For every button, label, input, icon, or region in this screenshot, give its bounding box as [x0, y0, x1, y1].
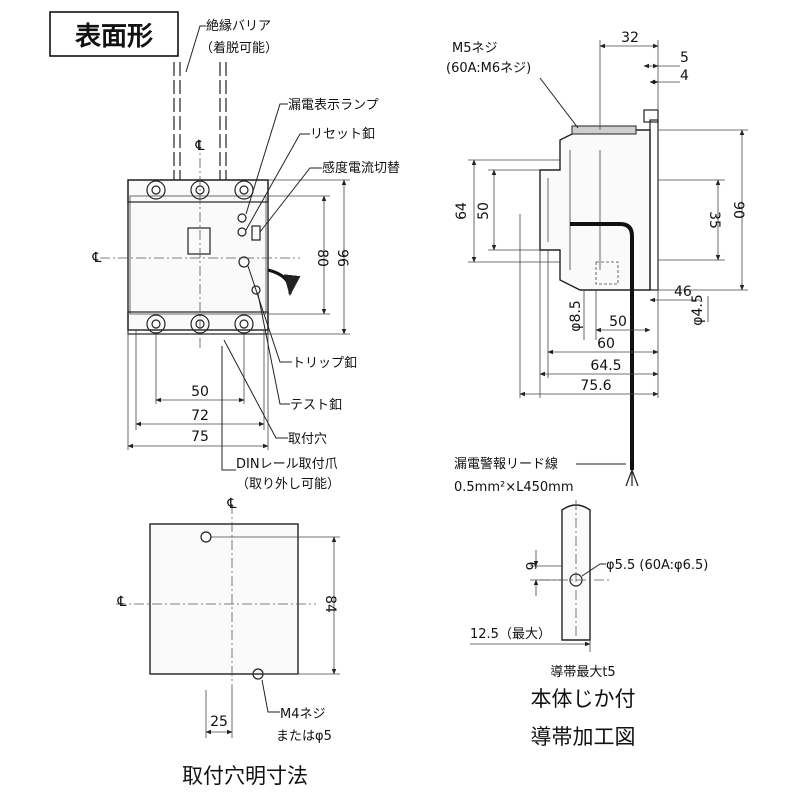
dim-50: 50 [191, 384, 209, 400]
screw-callout: M5ネジ (60A:M6ネジ) [446, 41, 579, 129]
side-top-dims: 32 5 4 [599, 30, 689, 130]
dim-75: 75 [191, 429, 209, 445]
trip-button-label: トリップ釦 [292, 355, 357, 371]
front-view: ℄ ℄ 50 72 75 80 96 [92, 18, 401, 492]
front-callouts-bottom: トリップ釦 テスト釦 取付穴 DINレール取付爪 （取り外し可能） [221, 265, 357, 492]
front-horizontal-dims: 50 72 75 [127, 330, 269, 450]
side-left-dims: 64 50 [454, 159, 560, 263]
mounting-view: ℄ ℄ 84 25 M4ネジ またはφ5 取付穴明寸法 [116, 496, 340, 788]
centerline-symbol-h2: ℄ [117, 594, 127, 610]
leak-lamp-label: 漏電表示ランプ [288, 97, 379, 113]
side-lower-dims: 46 φ8.5 φ4.5 50 60 64.5 75.6 [519, 214, 709, 398]
sensitivity-label: 感度電流切替 [322, 160, 400, 176]
busbar-view: 6 φ5.5 (60A:φ6.5) 12.5（最大） 導帯最大t5 本体じか付 … [470, 500, 708, 749]
din-claw-note: （取り外し可能） [236, 477, 340, 492]
barrier-note: （着脱可能） [200, 40, 278, 56]
lead-wire-spec: 0.5mm²×L450mm [454, 480, 574, 495]
bottom-terminals [127, 311, 269, 335]
sensitivity-switch-shape [251, 225, 261, 241]
dim-84: 84 [322, 595, 338, 613]
barrier-label: 絶縁バリア [206, 18, 271, 34]
mounting-caption: 取付穴明寸法 [182, 764, 308, 788]
trip-button-shape [238, 256, 250, 268]
rotate-arrow-icon [267, 268, 301, 297]
reset-button-shape [237, 227, 247, 237]
dim-72: 72 [191, 408, 209, 424]
m4-screw-label: M4ネジ [280, 707, 326, 722]
screw-note: (60A:M6ネジ) [446, 61, 531, 76]
phi5-label: またはφ5 [276, 729, 332, 744]
dim-80: 80 [314, 249, 330, 267]
test-button-label: テスト釦 [290, 397, 342, 413]
dim-35: 35 [706, 211, 722, 229]
busbar-max-note: 導帯最大t5 [550, 665, 615, 680]
dim-75-6: 75.6 [580, 378, 611, 394]
test-button-shape [251, 285, 261, 295]
dim-32: 32 [621, 30, 639, 46]
busbar-caption-1: 本体じか付 [531, 687, 636, 711]
leak-lamp [237, 213, 247, 223]
lead-wire [570, 222, 634, 470]
centerline-symbol-h: ℄ [92, 250, 102, 266]
front-vertical-dims: 80 96 [268, 179, 350, 335]
title-block: 表面形 [49, 11, 179, 57]
lead-wire-label: 漏電警報リード線 [454, 456, 558, 472]
breaker-body [127, 179, 269, 331]
lead-wire-callout: 漏電警報リード線 0.5mm²×L450mm [454, 456, 626, 495]
side-right-dims: 35 90 [658, 129, 748, 291]
dim-6: 6 [522, 562, 538, 571]
dim-50-side: 50 [476, 202, 492, 220]
dim-60: 60 [597, 336, 615, 352]
dim-5: 5 [680, 50, 689, 66]
hole-diameter-label: φ5.5 (60A:φ6.5) [606, 558, 708, 573]
centerline-symbol-v: ℄ [195, 138, 205, 154]
dim-90: 90 [730, 201, 746, 219]
dim-64-5: 64.5 [590, 358, 621, 374]
dim-phi4-5: φ4.5 [690, 294, 706, 326]
max-width-label: 12.5（最大） [470, 627, 551, 642]
dim-46: 46 [674, 284, 692, 300]
dim-4: 4 [680, 68, 689, 84]
reset-button-label: リセット釦 [310, 126, 375, 142]
mounting-outline [149, 523, 299, 675]
dim-96: 96 [334, 249, 350, 267]
din-claw-label: DINレール取付爪 [236, 457, 338, 472]
dim-25: 25 [210, 714, 228, 730]
dim-64: 64 [454, 202, 470, 220]
centerline-symbol-v2: ℄ [227, 496, 237, 512]
dim-50-lower: 50 [609, 314, 627, 330]
dim-phi8-5: φ8.5 [568, 300, 584, 332]
side-view: 32 5 4 M5ネジ (60A:M6ネジ) 64 50 [446, 30, 748, 495]
insulation-barrier [173, 62, 227, 180]
operating-handle [187, 227, 211, 255]
mounting-hole-label: 取付穴 [288, 432, 327, 447]
busbar-caption-2: 導帯加工図 [531, 725, 636, 749]
front-callouts-top: 絶縁バリア （着脱可能） 漏電表示ランプ リセット釦 感度電流切替 [185, 18, 400, 233]
page-title: 表面形 [75, 22, 153, 52]
screw-label: M5ネジ [452, 41, 498, 56]
